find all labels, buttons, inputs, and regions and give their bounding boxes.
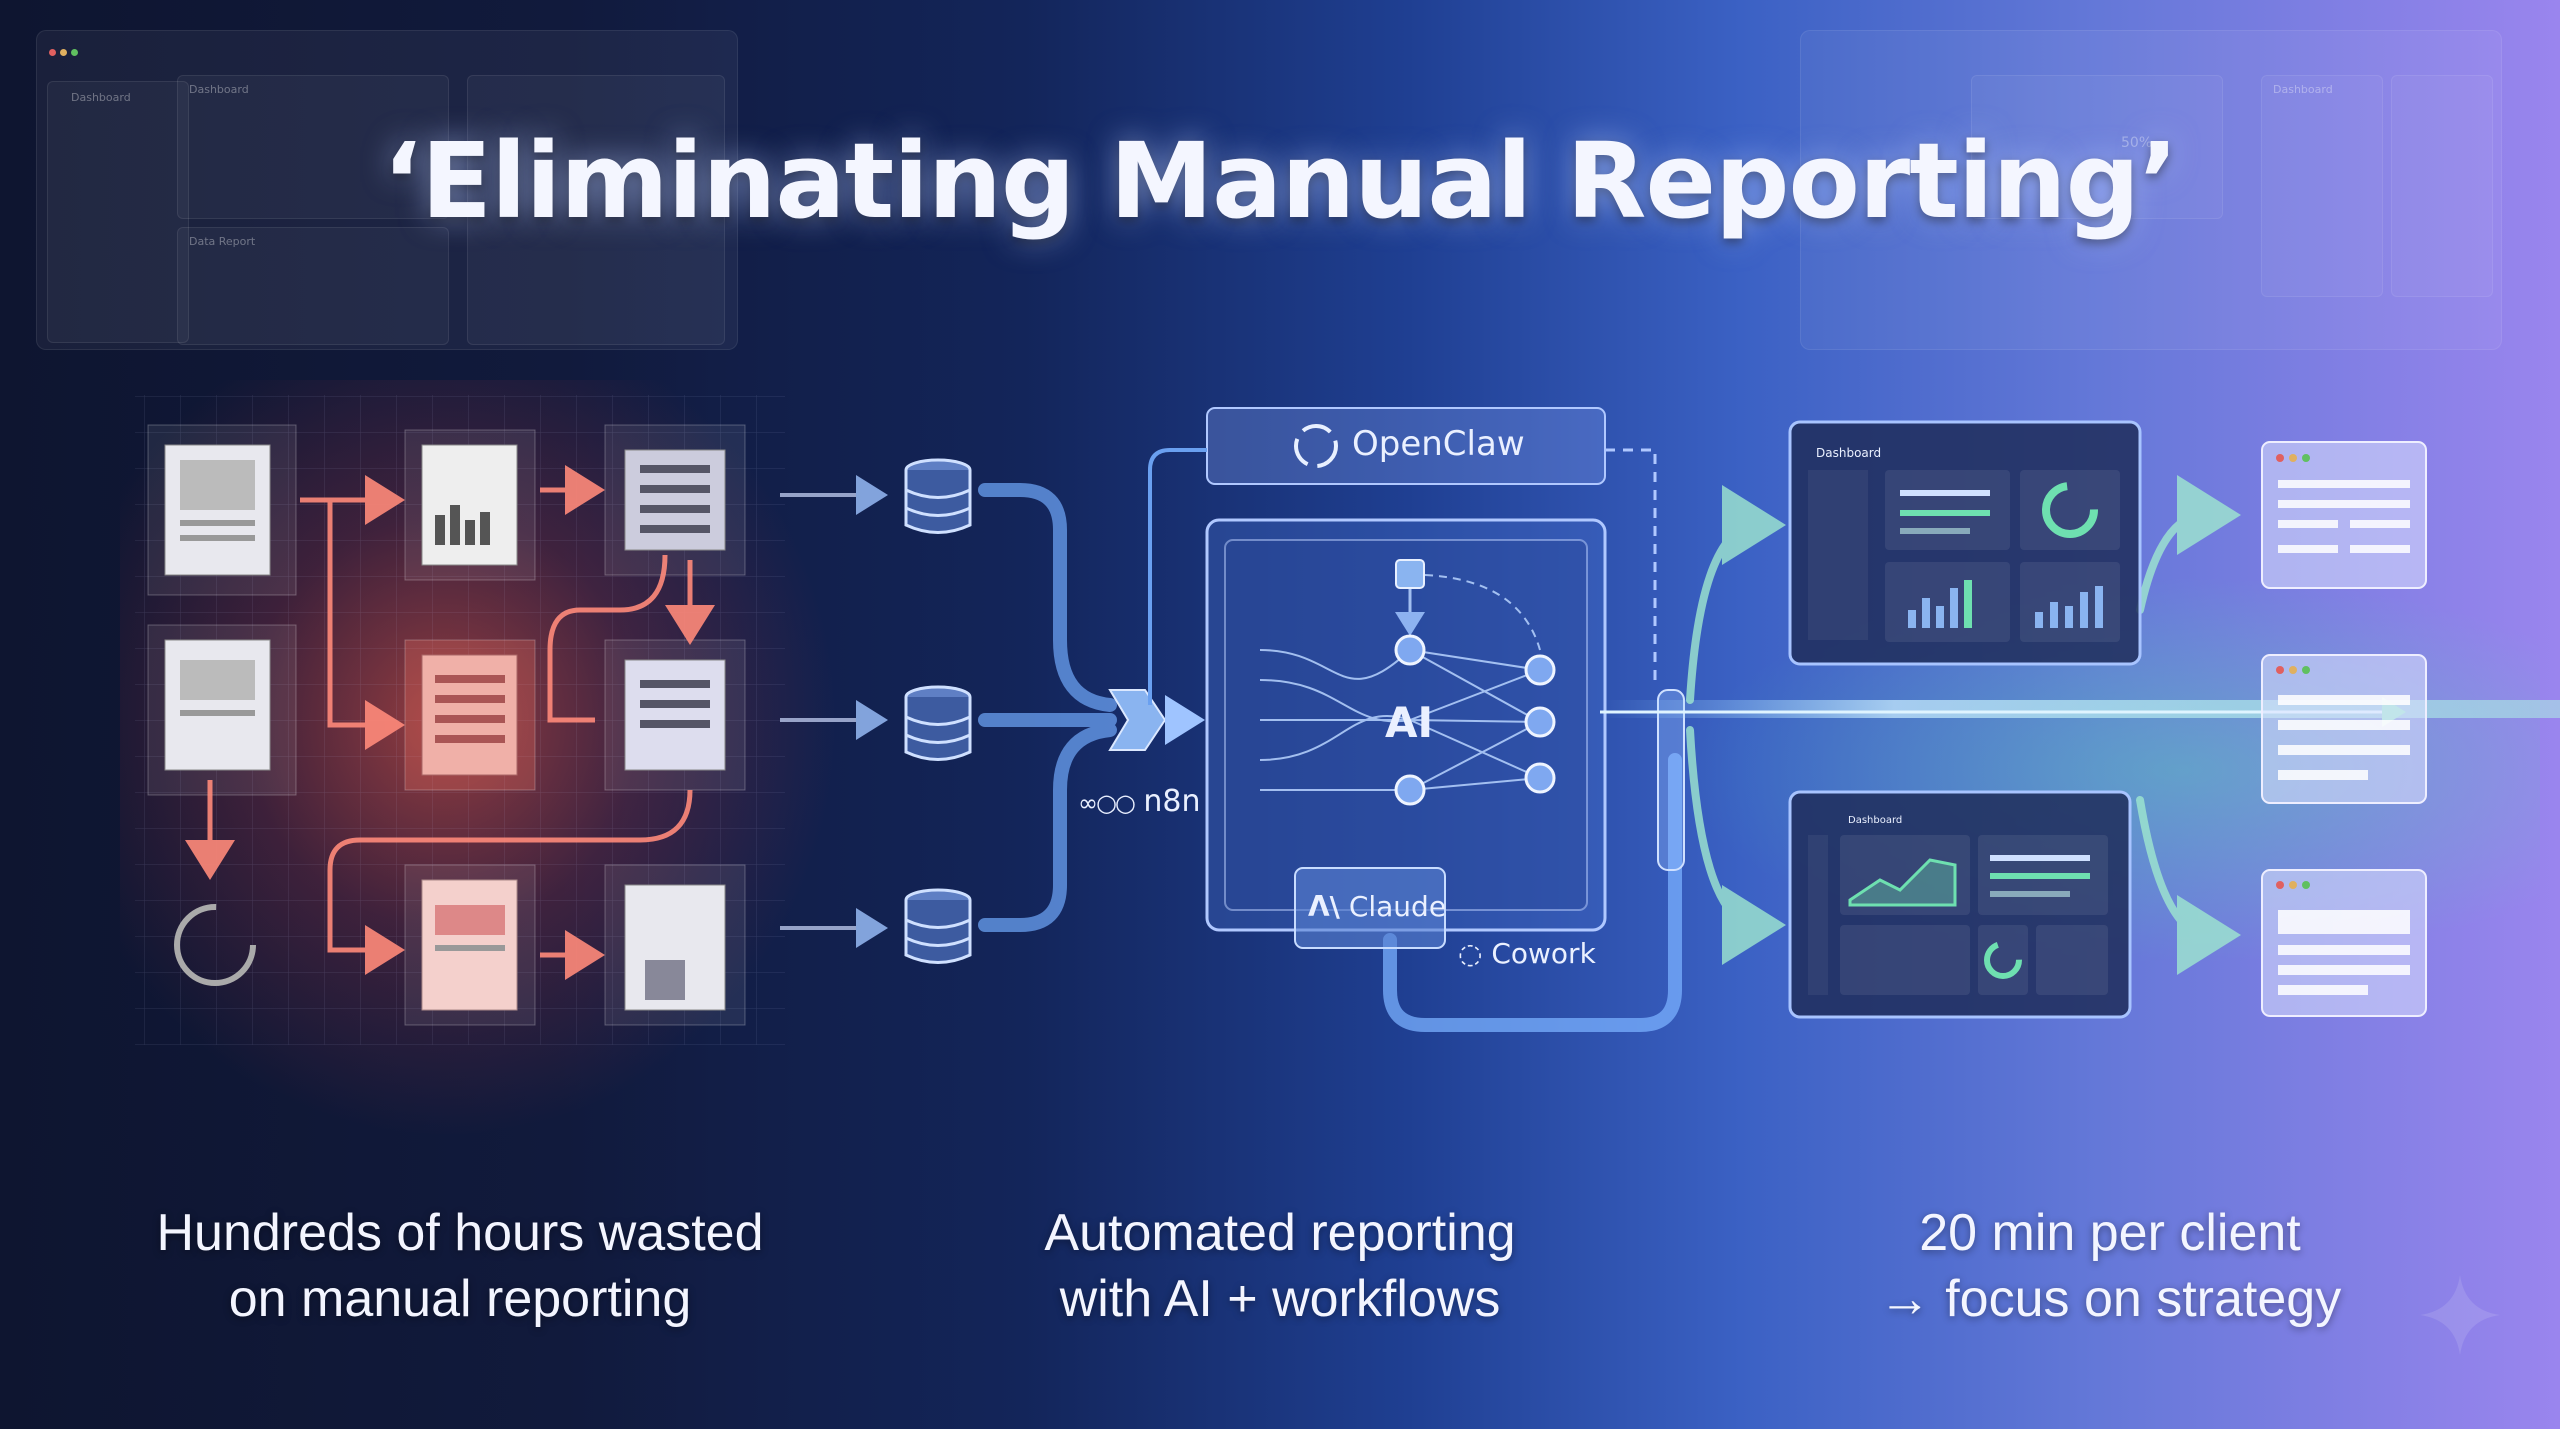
openclaw-label: OpenClaw [1352, 424, 1525, 464]
cowork-logo-icon: ◌ [1458, 937, 1483, 970]
bg-report-label: Data Report [189, 235, 256, 248]
database-icon [904, 458, 972, 534]
dashboard-top-label: Dashboard [1816, 446, 1882, 460]
claude-logo-icon: Λ\ [1308, 890, 1340, 923]
caption-right-line1: 20 min per client [1919, 1204, 2301, 1262]
manual-documents [147, 424, 746, 1026]
n8n-merge-node [1108, 689, 1167, 751]
document-icon [164, 444, 271, 576]
caption-right: 20 min per client → focus on strategy [1760, 1200, 2460, 1332]
claude-box [1294, 867, 1446, 949]
document-icon [421, 444, 518, 566]
output-arrows [1686, 475, 2241, 975]
caption-middle-line1: Automated reporting [1044, 1204, 1516, 1262]
manual-flow-arrows [185, 465, 715, 980]
bg-dashboard-label: Dashboard [189, 83, 249, 96]
bg-percent: 50% [2121, 135, 2153, 151]
bg-dashboard-right: 50% Dashboard [1800, 30, 2502, 350]
caption-left-line2: on manual reporting [228, 1270, 692, 1328]
n8n-label: ∞○○ n8n [1078, 784, 1201, 819]
document-icon [421, 879, 518, 1011]
report-card-icon [2261, 441, 2427, 589]
caption-middle-line2: with AI + workflows [1059, 1270, 1501, 1328]
document-icon [164, 639, 271, 771]
report-card-icon [2261, 869, 2427, 1017]
page-title: ‘Eliminating Manual Reporting’ [382, 120, 2178, 242]
dashboard-bottom-label: Dashboard [1848, 815, 1903, 826]
refresh-icon [174, 904, 256, 986]
openclaw-logo-icon [1294, 424, 1338, 468]
caption-left: Hundreds of hours wasted on manual repor… [110, 1200, 810, 1332]
report-card-icon [2261, 654, 2427, 804]
caption-right-line2: → focus on strategy [1878, 1270, 2342, 1328]
document-icon [421, 654, 518, 776]
ai-label: AI [1385, 698, 1434, 747]
caption-left-line1: Hundreds of hours wasted [156, 1204, 764, 1262]
data-pipes [978, 483, 1117, 932]
dashboard-bottom [1788, 790, 2132, 1019]
n8n-text: n8n [1143, 784, 1201, 819]
document-icon [624, 659, 726, 771]
sparkle-icon [2420, 1275, 2500, 1355]
cowork-label: ◌ Cowork [1458, 937, 1596, 970]
bg-sidebar-item: Dashboard [71, 91, 131, 104]
caption-middle: Automated reporting with AI + workflows [930, 1200, 1630, 1332]
database-icon [904, 685, 972, 761]
database-icon [904, 888, 972, 964]
cowork-text: Cowork [1491, 937, 1596, 970]
document-icon [624, 884, 726, 1011]
bg-right-dashboard-label: Dashboard [2273, 83, 2333, 96]
bg-dashboard-left: Dashboard Dashboard Data Report [36, 30, 738, 350]
claude-text: Claude [1348, 890, 1447, 923]
dashboard-top [1788, 420, 2142, 666]
document-icon [624, 449, 726, 551]
output-connector [1657, 689, 1685, 871]
claude-label: Λ\ Claude [1308, 890, 1446, 923]
n8n-logo-icon: ∞○○ [1078, 789, 1136, 817]
